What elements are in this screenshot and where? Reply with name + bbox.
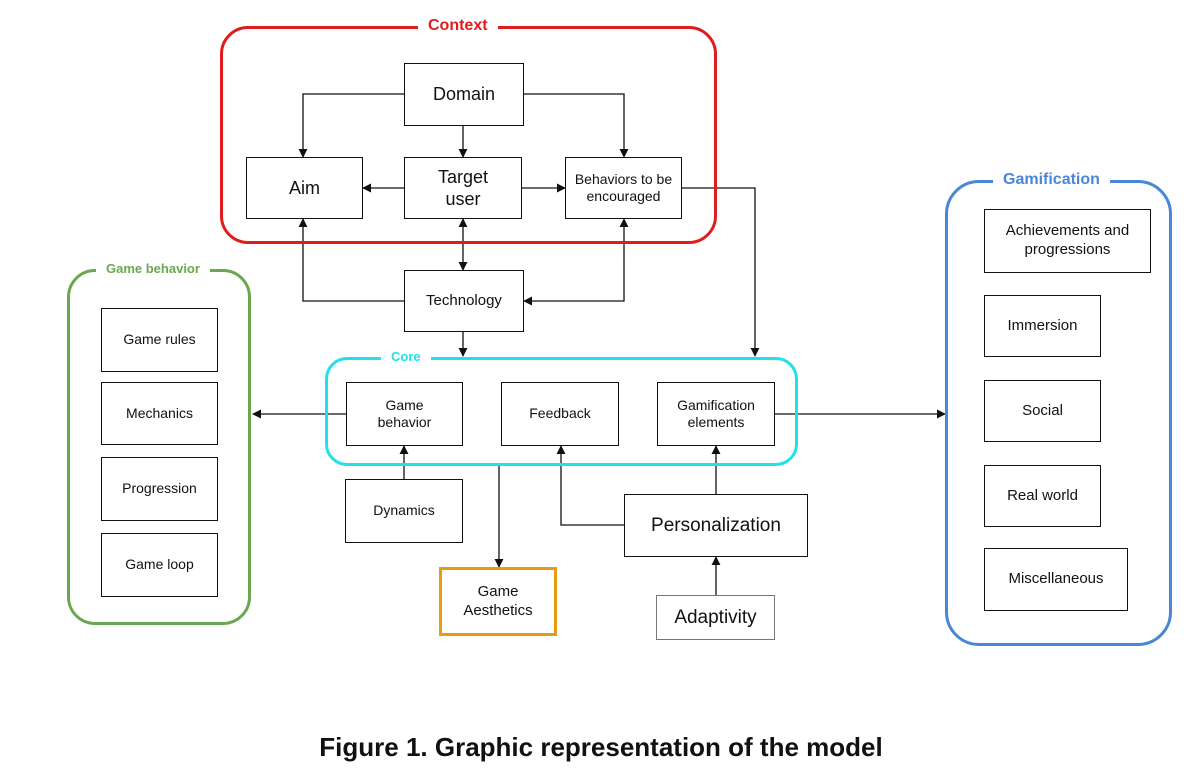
achievements-box: Achievements and progressions <box>984 209 1151 273</box>
technology-box: Technology <box>404 270 524 332</box>
mechanics-box: Mechanics <box>101 382 218 445</box>
context-title: Context <box>418 18 498 34</box>
arrow-aim-technology <box>298 218 404 302</box>
social-box: Social <box>984 380 1101 442</box>
arrow-domain-to-behaviors <box>524 93 629 158</box>
arrow-personalization-to-feedback <box>556 445 624 526</box>
miscellaneous-box: Miscellaneous <box>984 548 1128 611</box>
feedback-box: Feedback <box>501 382 619 446</box>
game-aesthetics-box: Game Aesthetics <box>439 567 557 636</box>
gamification-elements-box: Gamification elements <box>657 382 775 446</box>
domain-box: Domain <box>404 63 524 126</box>
adaptivity-box: Adaptivity <box>656 595 775 640</box>
figure-caption: Figure 1. Graphic representation of the … <box>319 732 883 762</box>
arrow-domain-to-aim <box>298 93 404 158</box>
dynamics-box: Dynamics <box>345 479 463 543</box>
game-loop-box: Game loop <box>101 533 218 597</box>
game-rules-box: Game rules <box>101 308 218 372</box>
target-user-box: Target user <box>404 157 522 219</box>
real-world-box: Real world <box>984 465 1101 527</box>
gamification-title: Gamification <box>993 172 1110 188</box>
game-behavior-title: Game behavior <box>96 262 210 275</box>
progression-box: Progression <box>101 457 218 521</box>
core-title: Core <box>381 350 431 363</box>
aim-box: Aim <box>246 157 363 219</box>
immersion-box: Immersion <box>984 295 1101 357</box>
core-group <box>325 357 798 466</box>
core-game-behavior-box: Game behavior <box>346 382 463 446</box>
arrow-behaviors-to-gamification-elements <box>682 187 760 357</box>
behaviors-box: Behaviors to be encouraged <box>565 157 682 219</box>
personalization-box: Personalization <box>624 494 808 557</box>
arrow-behaviors-technology <box>523 218 629 306</box>
